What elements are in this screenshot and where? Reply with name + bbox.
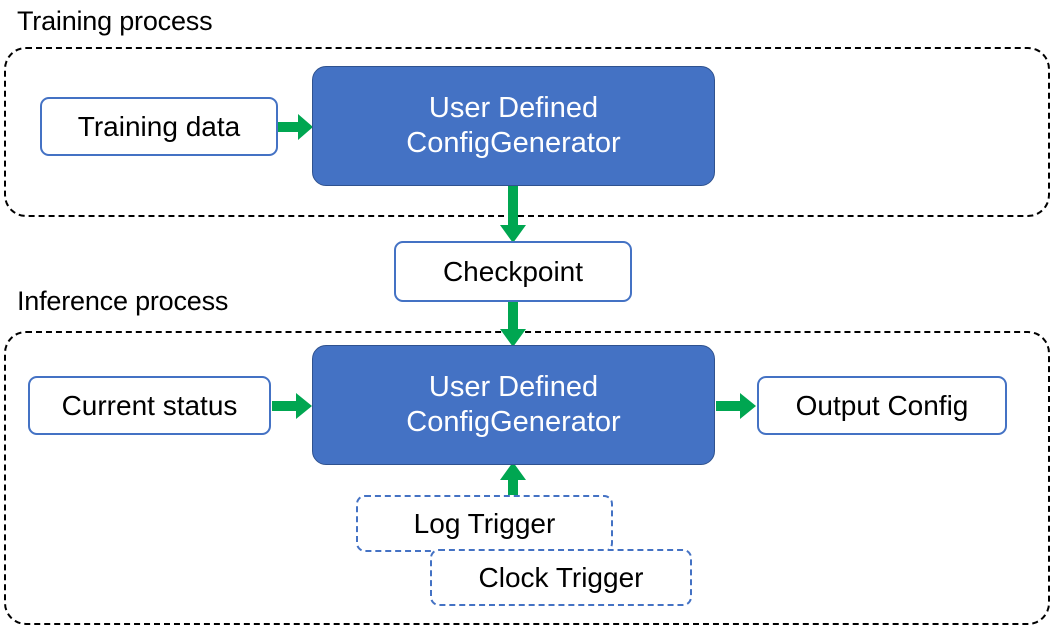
generator-training-line2: ConfigGenerator xyxy=(406,127,621,159)
arrow-triggers-to-generator xyxy=(498,462,528,500)
arrow-generator-to-output-config xyxy=(716,391,758,421)
node-user-defined-configgenerator-training[interactable]: User Defined ConfigGenerator xyxy=(312,66,715,186)
node-training-data[interactable]: Training data xyxy=(40,97,278,156)
node-log-trigger-label: Log Trigger xyxy=(413,507,556,539)
node-user-defined-configgenerator-inference[interactable]: User Defined ConfigGenerator xyxy=(312,345,715,465)
node-clock-trigger[interactable]: Clock Trigger xyxy=(430,549,692,606)
node-output-config[interactable]: Output Config xyxy=(757,376,1007,435)
training-process-label: Training process xyxy=(17,6,213,36)
arrow-current-status-to-generator xyxy=(272,391,314,421)
training-process-container xyxy=(4,47,1050,217)
node-checkpoint[interactable]: Checkpoint xyxy=(394,241,632,302)
node-training-data-label: Training data xyxy=(77,110,241,142)
node-current-status-label: Current status xyxy=(61,389,238,421)
inference-process-label: Inference process xyxy=(17,286,229,316)
arrow-training-data-to-generator xyxy=(278,112,314,142)
generator-training-line1: User Defined xyxy=(428,91,599,124)
generator-inference-text: User Defined ConfigGenerator xyxy=(406,370,620,441)
generator-training-text: User Defined ConfigGenerator xyxy=(406,91,620,162)
arrow-checkpoint-to-generator xyxy=(498,299,528,349)
node-checkpoint-label: Checkpoint xyxy=(442,255,584,287)
generator-inference-line1: User Defined xyxy=(428,370,599,403)
node-clock-trigger-label: Clock Trigger xyxy=(478,561,644,593)
node-log-trigger[interactable]: Log Trigger xyxy=(356,495,613,552)
generator-inference-line2: ConfigGenerator xyxy=(406,406,621,438)
arrow-generator-to-checkpoint xyxy=(498,183,528,245)
inference-process-container xyxy=(4,331,1050,625)
node-current-status[interactable]: Current status xyxy=(28,376,271,435)
node-output-config-label: Output Config xyxy=(795,389,969,421)
